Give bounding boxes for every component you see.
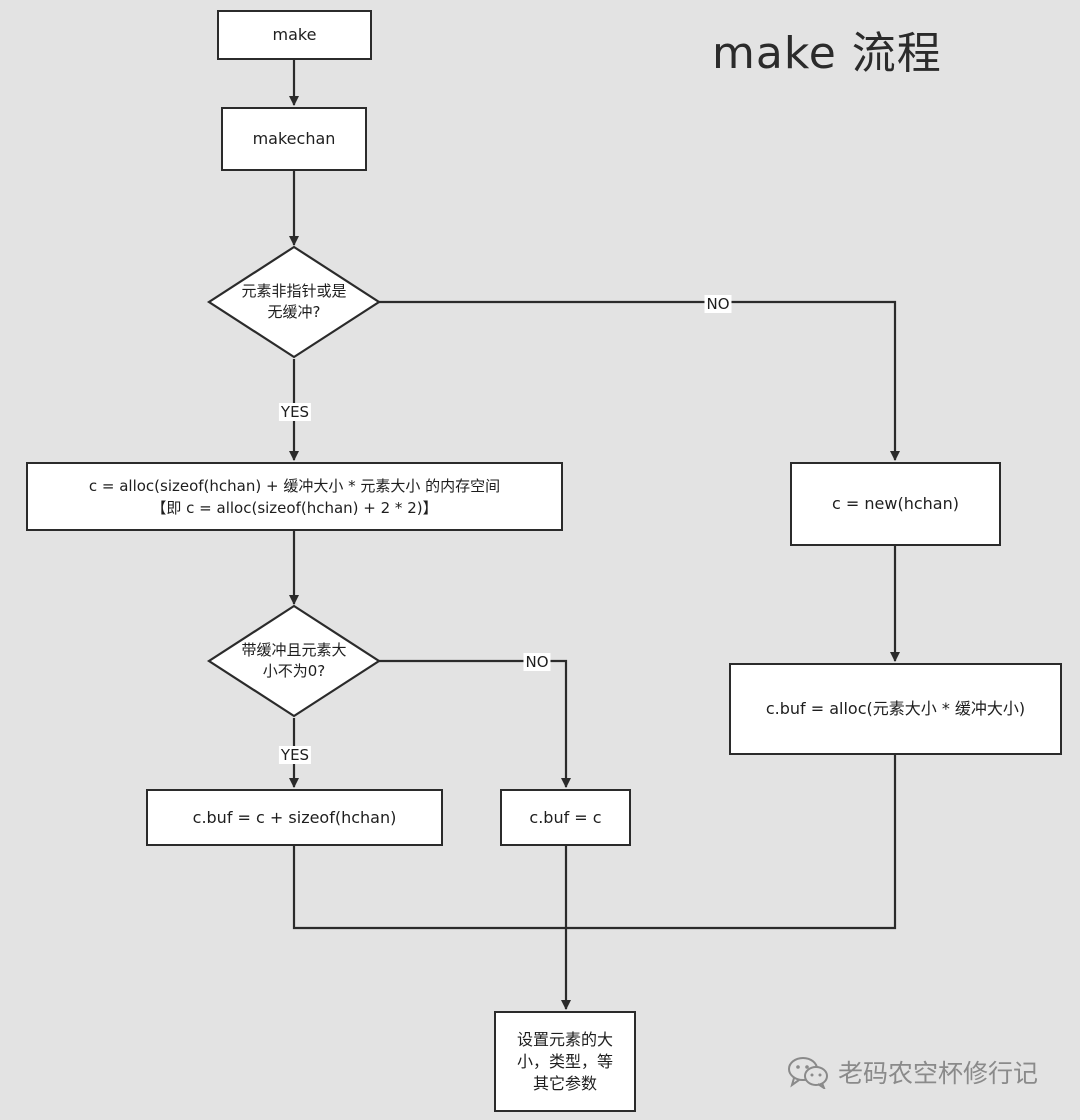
node-new-hchan: c = new(hchan)	[790, 462, 1001, 546]
edge-decision2-no	[379, 659, 571, 788]
edge-bufalloc-merge	[566, 755, 897, 930]
node-make: make	[217, 10, 372, 60]
diagram-title: make 流程	[712, 28, 942, 79]
watermark-text: 老码农空杯修行记	[838, 1059, 1039, 1088]
node-buf-alloc: c.buf = alloc(元素大小 * 缓冲大小)	[729, 663, 1062, 755]
decision2-shape	[206, 604, 382, 718]
label-decision2-yes: YES	[278, 746, 312, 764]
decision1-shape	[206, 245, 382, 359]
node-alloc-full: c = alloc(sizeof(hchan) + 缓冲大小 * 元素大小 的内…	[26, 462, 563, 531]
label-decision2-no: NO	[523, 653, 551, 671]
label-decision1-no: NO	[704, 295, 732, 313]
edge-decision1-no	[379, 300, 900, 461]
label-decision1-yes: YES	[278, 403, 312, 421]
decision2-text: 带缓冲且元素大 小不为0?	[241, 641, 347, 680]
wechat-icon	[788, 1057, 828, 1089]
node-buf-self: c.buf = c	[500, 789, 631, 846]
decision1-text: 元素非指针或是 无缓冲?	[241, 282, 347, 321]
watermark: 老码农空杯修行记	[786, 1052, 1038, 1092]
node-final: 设置元素的大 小，类型，等 其它参数	[494, 1011, 636, 1112]
node-makechan: makechan	[221, 107, 367, 171]
node-buf-offset: c.buf = c + sizeof(hchan)	[146, 789, 443, 846]
edge-bufoffset-merge	[292, 846, 566, 930]
